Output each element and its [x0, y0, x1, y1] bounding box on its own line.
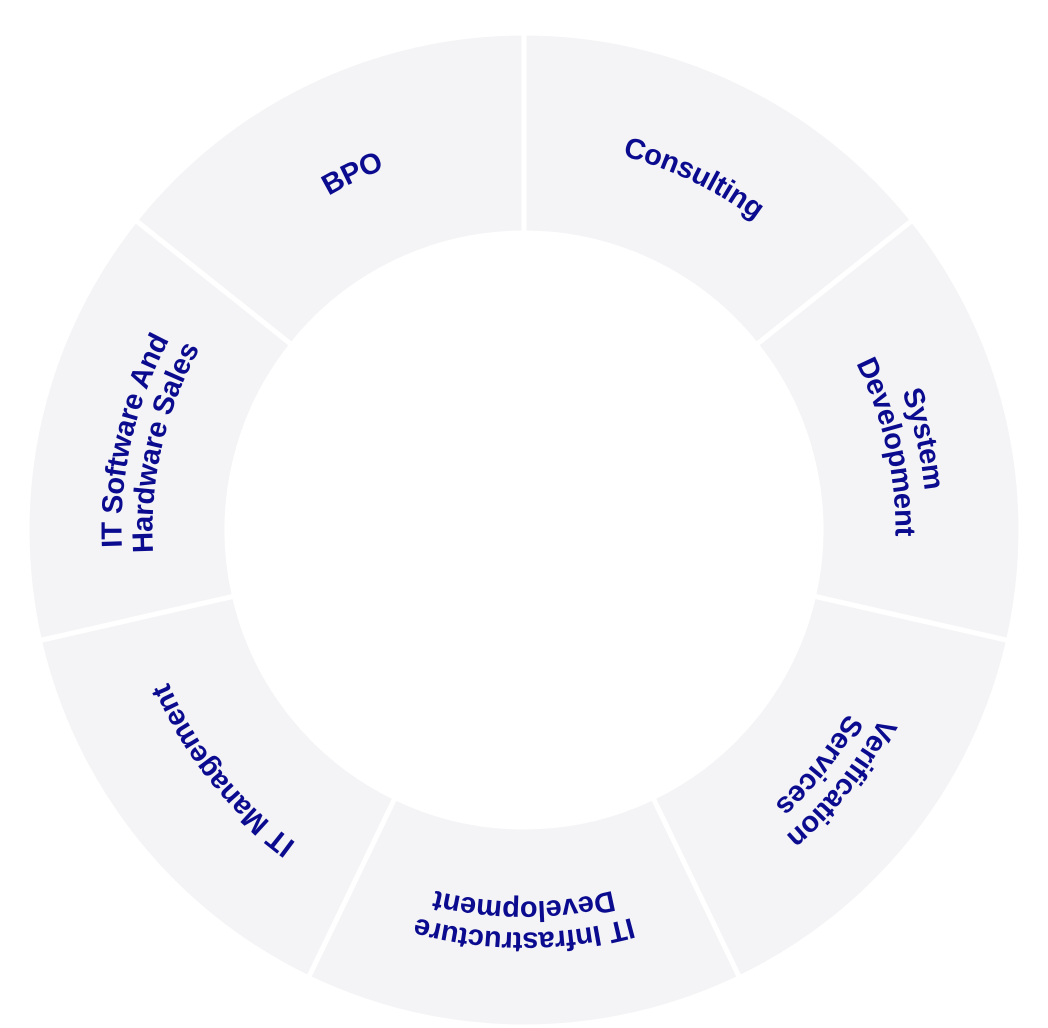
segment-it-infrastructure-development[interactable]: [305, 794, 743, 1028]
segment-consulting[interactable]: [521, 30, 917, 349]
segments-layer: [24, 30, 1024, 1028]
segment-bpo[interactable]: [131, 30, 527, 349]
segment-system-development[interactable]: [752, 216, 1024, 644]
segment-verification-services[interactable]: [649, 593, 1012, 982]
segment-it-software-and-hardware-sales[interactable]: [24, 216, 296, 644]
segment-it-management[interactable]: [36, 593, 399, 982]
